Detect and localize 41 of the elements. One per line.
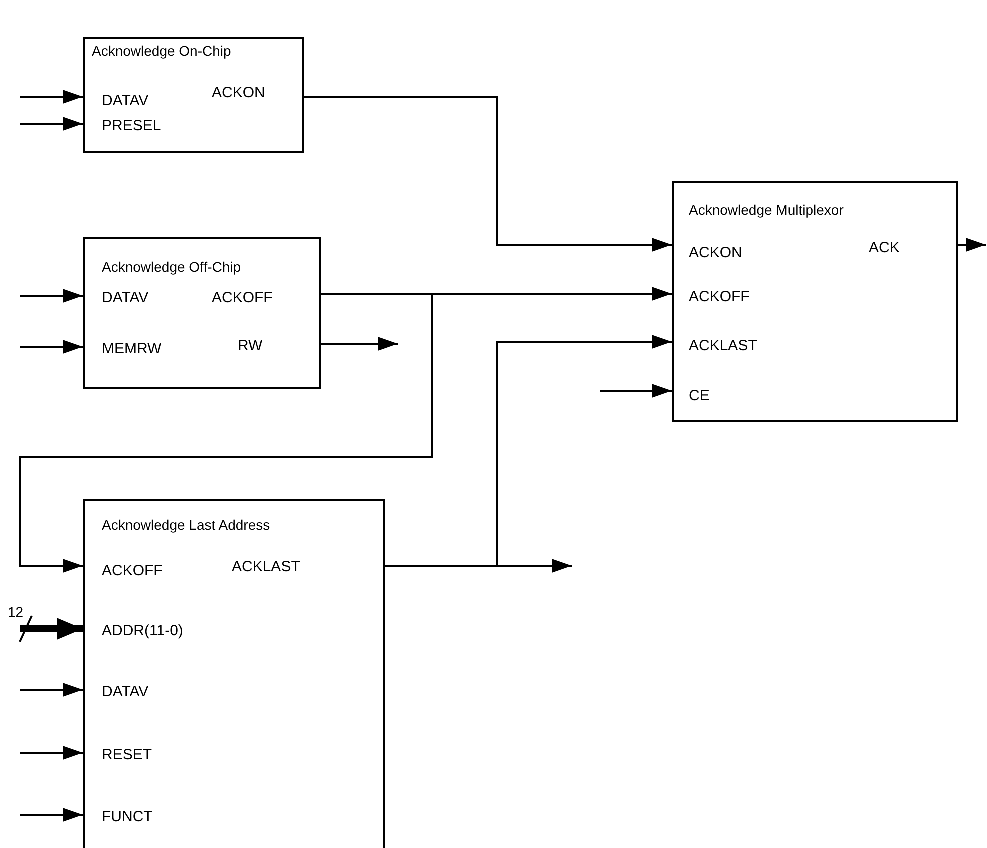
port-label: DATAV xyxy=(102,290,149,306)
port-label: PRESEL xyxy=(102,118,162,134)
port-label: MEMRW xyxy=(102,340,162,358)
port-label: ACKON xyxy=(689,244,742,262)
port-label: DATAV xyxy=(102,684,149,700)
function-block xyxy=(83,237,321,389)
port-label: ACKLAST xyxy=(689,338,758,354)
signal-arrow xyxy=(385,559,572,573)
signal-arrow xyxy=(19,293,433,573)
signal-arrow xyxy=(321,337,398,351)
port-label: ACKON xyxy=(212,84,266,102)
block-title: Acknowledge On-Chip xyxy=(92,43,232,59)
signal-arrow xyxy=(20,289,83,303)
port-label: ADDR(11-0) xyxy=(102,622,184,640)
bus-width-label: 12 xyxy=(8,604,24,620)
signal-arrow xyxy=(20,746,83,760)
signal-arrow xyxy=(20,117,83,131)
signal-arrow xyxy=(20,808,83,822)
port-label: ACK xyxy=(869,240,900,256)
signal-arrow xyxy=(958,238,986,252)
function-block xyxy=(83,37,304,153)
block-title: Acknowledge Off-Chip xyxy=(102,259,242,275)
port-label: ACKLAST xyxy=(232,558,300,576)
port-label: RESET xyxy=(102,746,152,764)
function-block xyxy=(672,181,958,422)
port-label: FUNCT xyxy=(102,808,153,826)
bus-arrow xyxy=(20,618,83,640)
signal-arrow xyxy=(600,384,672,398)
block-title: Acknowledge Multiplexor xyxy=(689,202,844,218)
port-label: ACKOFF xyxy=(212,290,273,306)
signal-arrow xyxy=(20,683,83,697)
signal-arrow xyxy=(20,90,83,104)
port-label: ACKOFF xyxy=(102,562,163,580)
signal-arrow xyxy=(304,96,672,252)
port-label: CE xyxy=(689,388,710,404)
port-label: DATAV xyxy=(102,92,149,110)
block-title: Acknowledge Last Address xyxy=(102,517,270,533)
port-label: ACKOFF xyxy=(689,288,750,306)
function-block xyxy=(83,499,385,848)
signal-arrow xyxy=(20,340,83,354)
port-label: RW xyxy=(238,338,263,354)
